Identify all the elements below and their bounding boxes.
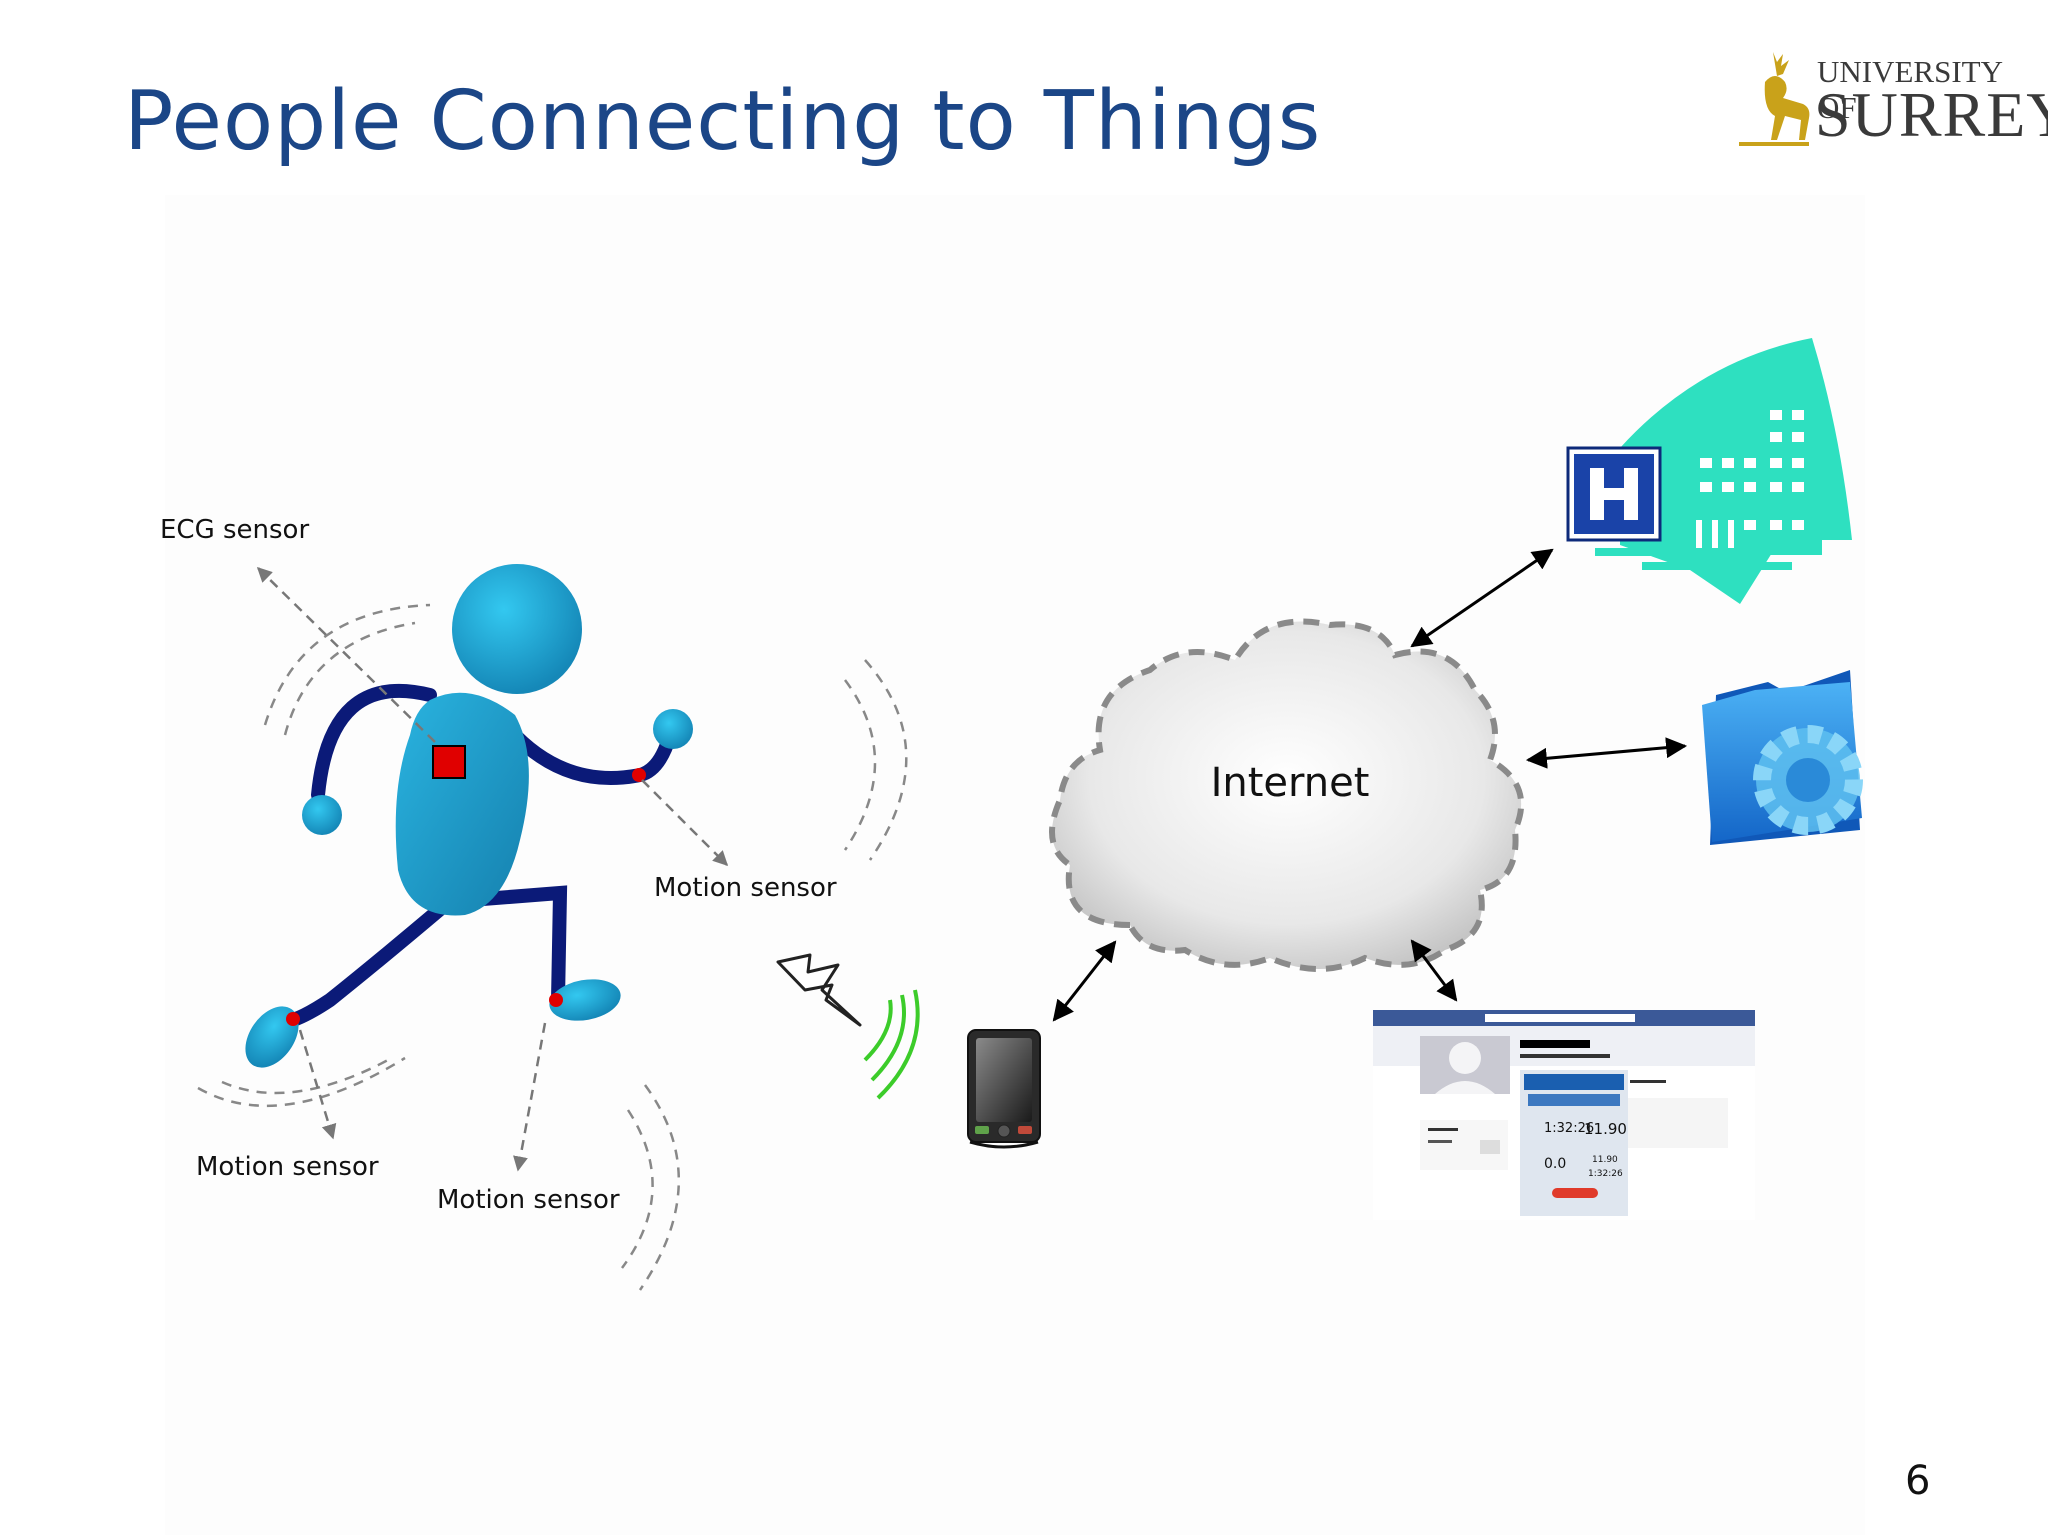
label-ecg-sensor: ECG sensor	[160, 515, 309, 545]
folder-gear-icon	[1702, 670, 1863, 845]
label-motion-sensor-arm: Motion sensor	[654, 873, 837, 903]
page-number: 6	[1905, 1458, 1931, 1504]
social-small-time: 1:32:26	[1588, 1169, 1623, 1179]
connection-arrows	[1052, 548, 1688, 1022]
social-distance: 11.90	[1584, 1120, 1627, 1138]
social-speed: 0.0	[1544, 1156, 1566, 1172]
running-person-icon	[245, 564, 693, 1068]
arrow-internet-data-storage	[1525, 737, 1688, 769]
arrow-internet-hospital	[1410, 548, 1554, 648]
sensor-pointers	[256, 566, 729, 1172]
stag-logo-icon	[1739, 52, 1810, 146]
ecg-sensor-marker	[432, 745, 466, 779]
social-time: 1:32:26	[1544, 1121, 1594, 1136]
cloud-icon	[1049, 618, 1525, 972]
arrow-internet-social	[1410, 939, 1458, 1002]
logo-text-university-of: UNIVERSITY OF	[1817, 54, 2002, 125]
social-network-screenshot: 1:32:26 11.90 0.0 11.90 1:32:26	[1373, 1010, 1755, 1220]
social-small-distance: 11.90	[1592, 1155, 1618, 1165]
motion-arcs	[197, 603, 908, 1291]
label-internet: Internet	[1211, 760, 1370, 806]
lightning-icon	[776, 953, 862, 1027]
label-motion-sensor-left-foot: Motion sensor	[196, 1152, 379, 1182]
hospital-icon	[1566, 338, 1852, 604]
logo-text-surrey: SURREY	[1815, 79, 2048, 150]
label-motion-sensor-right-foot: Motion sensor	[437, 1185, 620, 1215]
university-logo: UNIVERSITY OF SURREY	[1735, 48, 2048, 150]
pda-icon	[967, 1029, 1041, 1149]
arrow-device-internet	[1052, 940, 1117, 1022]
wireless-signal-icon	[863, 989, 920, 1100]
slide-title: People Connecting to Things	[124, 74, 1322, 169]
